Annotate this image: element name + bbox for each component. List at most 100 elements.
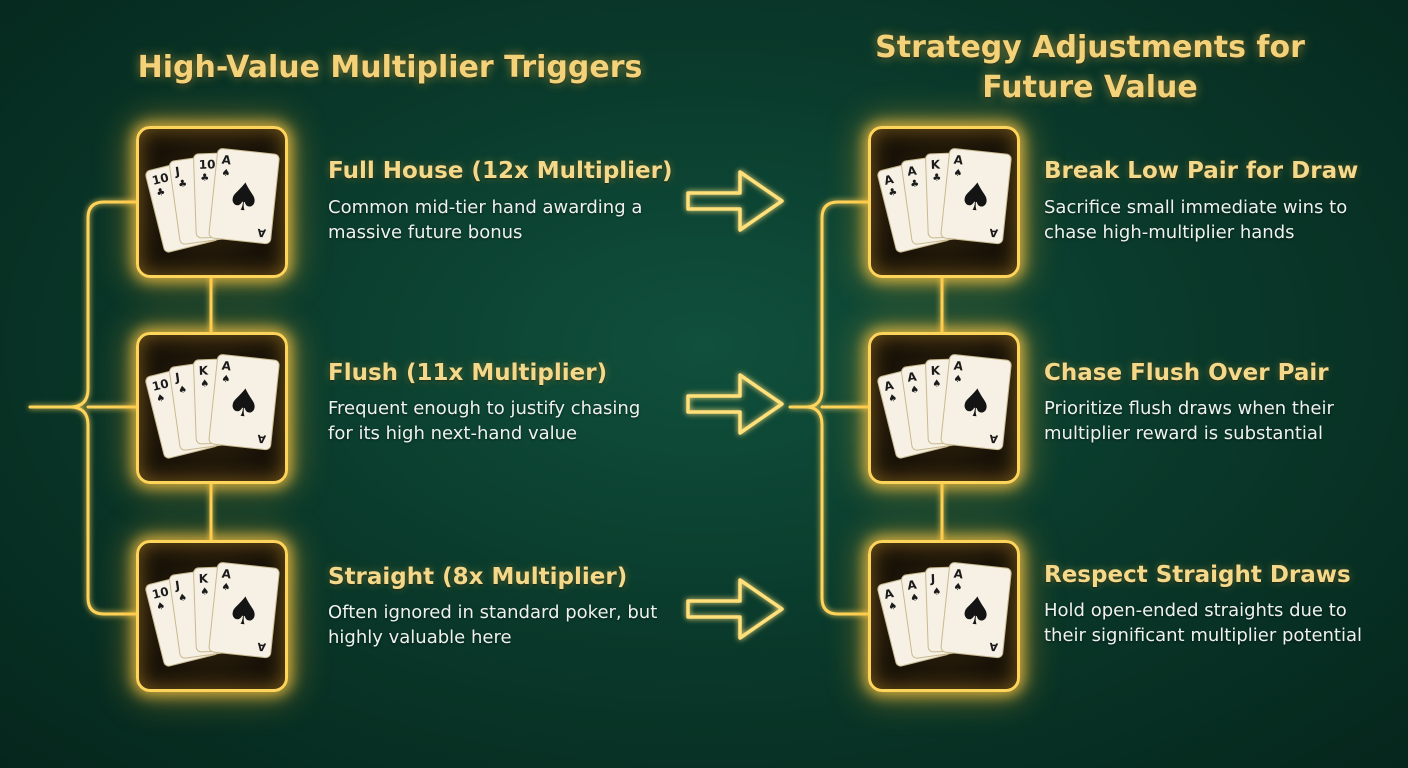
card-suit-small: ♠ (909, 384, 919, 396)
fanned-cards-icon: 10♠J♠K♠A♠♠A (145, 354, 280, 459)
fanned-cards-icon: 10♣J♣10♣A♠♠A (145, 148, 280, 253)
card-face (940, 562, 1012, 659)
playing-card: A♠♠A (940, 562, 1012, 659)
card-suit-small: ♣ (909, 178, 919, 190)
full-house-heading: Full House (12x Multiplier) (328, 158, 673, 184)
card-rank: A (953, 153, 964, 168)
card-suit-small: ♠ (953, 582, 963, 594)
break-low-pair-cards-icon: A♣A♣K♣A♠♠A (868, 126, 1020, 278)
card-suit-small: ♠ (200, 379, 209, 390)
flush-heading: Flush (11x Multiplier) (328, 360, 608, 386)
playing-card: A♠♠A (940, 148, 1012, 245)
card-suit-small: ♠ (155, 600, 166, 613)
card-rank-corner: A (256, 640, 266, 654)
straight-draws-description: Hold open-ended straights due to their s… (1044, 600, 1363, 646)
card-face (940, 354, 1012, 451)
chase-flush-cards-icon: A♠A♠K♠A♠♠A (868, 332, 1020, 484)
card-rank: K (199, 364, 209, 378)
card-suit-small: ♠ (177, 384, 187, 396)
card-rank: A (953, 359, 964, 374)
card-face (940, 148, 1012, 245)
card-rank: 10 (199, 157, 216, 172)
full-house-cards-icon: 10♣J♣10♣A♠♠A (136, 126, 288, 278)
straight-draws-heading: Respect Straight Draws (1044, 562, 1351, 588)
playing-card: A♠♠A (940, 354, 1012, 451)
card-rank: 10 (151, 376, 171, 394)
card-rank: J (173, 578, 180, 593)
spade-icon: ♠ (957, 173, 995, 220)
card-rank-corner: A (256, 226, 266, 240)
card-rank-corner: A (988, 432, 998, 446)
card-rank: A (221, 153, 232, 168)
card-rank: A (953, 567, 964, 582)
card-rank: J (173, 370, 180, 385)
right-title-line-2: Future Value (982, 70, 1198, 105)
card-rank-corner: A (988, 226, 998, 240)
straight-draws-cards-icon: A♠A♠J♠A♠♠A (868, 540, 1020, 692)
card-rank: J (173, 164, 180, 179)
flush-description: Frequent enough to justify chasing for i… (328, 398, 641, 444)
card-suit-small: ♠ (953, 374, 963, 386)
card-rank-corner: A (988, 640, 998, 654)
spade-icon: ♠ (957, 587, 995, 634)
straight-heading: Straight (8x Multiplier) (328, 564, 628, 590)
left-bracket-line-bottom (68, 405, 140, 616)
card-rank: K (931, 364, 941, 378)
left-bracket-line (28, 200, 140, 409)
card-rank: A (906, 163, 918, 178)
left-column-title: High-Value Multiplier Triggers (137, 50, 643, 85)
card-suit-small: ♠ (909, 592, 919, 604)
card-suit-small: ♣ (155, 186, 166, 199)
arrow-right-icon-2 (686, 373, 784, 435)
card-suit-small: ♣ (932, 173, 941, 184)
chase-flush-description: Prioritize flush draws when their multip… (1044, 398, 1334, 444)
card-suit-small: ♠ (221, 582, 231, 594)
spade-icon: ♠ (225, 587, 263, 634)
card-rank: K (199, 572, 209, 586)
card-suit-small: ♣ (887, 186, 898, 199)
card-rank: A (906, 577, 918, 592)
right-bracket-line (788, 200, 870, 409)
card-rank: A (221, 359, 232, 374)
card-rank-corner: A (256, 432, 266, 446)
right-bracket-line-bottom (804, 405, 870, 616)
card-suit-small: ♠ (887, 600, 898, 613)
card-suit-small: ♠ (177, 592, 187, 604)
card-face (208, 148, 280, 245)
playing-card: A♠♠A (208, 148, 280, 245)
playing-card: A♠♠A (208, 354, 280, 451)
straight-description: Often ignored in standard poker, but hig… (328, 602, 658, 648)
card-suit-small: ♠ (221, 374, 231, 386)
fanned-cards-icon: A♣A♣K♣A♠♠A (877, 148, 1012, 253)
card-rank: A (883, 378, 896, 394)
break-low-pair-heading: Break Low Pair for Draw (1044, 158, 1359, 184)
right-title-line-1: Strategy Adjustments for (875, 30, 1305, 65)
card-face (208, 562, 280, 659)
arrow-right-icon-1 (686, 170, 784, 232)
card-face (208, 354, 280, 451)
straight-cards-icon: 10♠J♠K♠A♠♠A (136, 540, 288, 692)
card-suit-small: ♠ (932, 587, 941, 598)
fanned-cards-icon: A♠A♠K♠A♠♠A (877, 354, 1012, 459)
playing-card: A♠♠A (208, 562, 280, 659)
card-suit-small: ♣ (200, 173, 209, 184)
card-rank: K (931, 158, 941, 172)
card-suit-small: ♠ (200, 587, 209, 598)
card-suit-small: ♠ (221, 168, 231, 180)
flush-cards-icon: 10♠J♠K♠A♠♠A (136, 332, 288, 484)
card-rank: A (906, 369, 918, 384)
break-low-pair-description: Sacrifice small immediate wins to chase … (1044, 197, 1348, 243)
full-house-description: Common mid-tier hand awarding a massive … (328, 197, 643, 243)
chase-flush-heading: Chase Flush Over Pair (1044, 360, 1329, 386)
card-rank: A (883, 172, 896, 188)
card-suit-small: ♠ (932, 379, 941, 390)
spade-icon: ♠ (225, 379, 263, 426)
card-suit-small: ♠ (887, 392, 898, 405)
fanned-cards-icon: A♠A♠J♠A♠♠A (877, 562, 1012, 667)
card-rank: 10 (151, 584, 171, 602)
spade-icon: ♠ (957, 379, 995, 426)
card-suit-small: ♣ (177, 178, 187, 190)
card-rank: A (221, 567, 232, 582)
